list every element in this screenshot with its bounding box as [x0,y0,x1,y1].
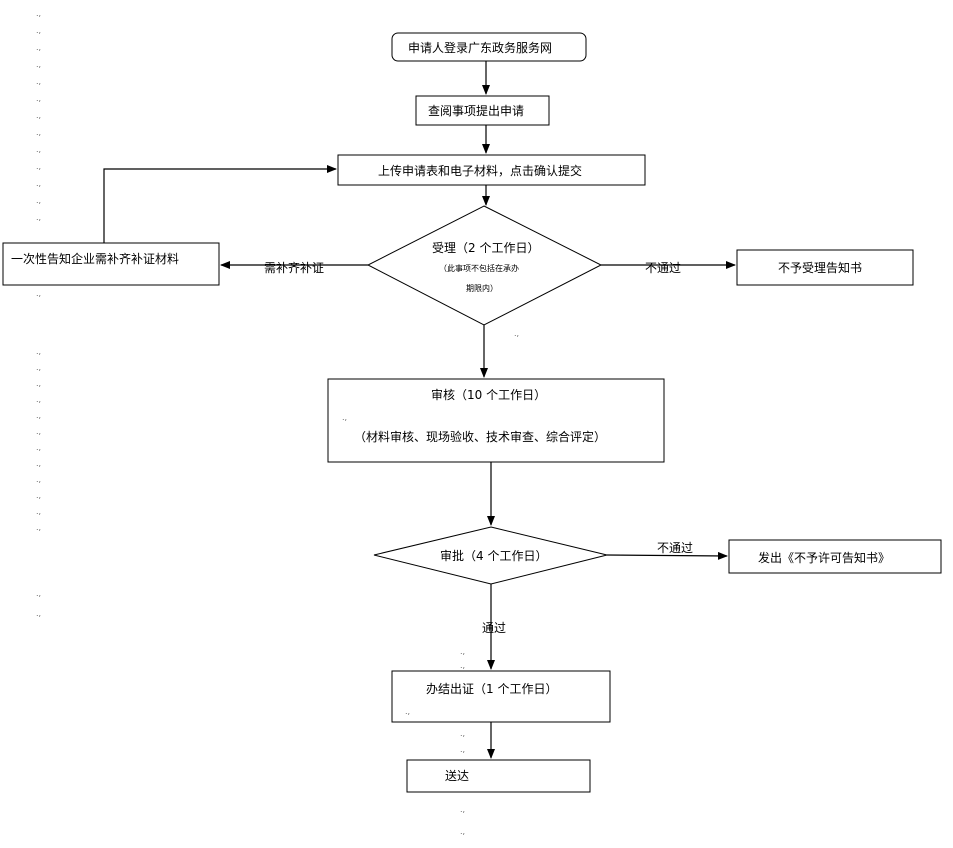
paragraph-mark: ., [36,347,42,356]
paragraph-mark: ., [36,523,42,532]
login-label: 申请人登录广东政务服务网 [408,41,553,55]
paragraph-mark: ., [460,805,466,814]
paragraph-mark: ., [36,395,42,404]
arrow-approve-reject [606,551,728,560]
paragraph-mark: ., [36,43,42,52]
paragraph-mark: ., [36,609,42,618]
paragraph-mark: ., [36,589,42,598]
paragraph-mark: ., [36,128,42,137]
paragraph-mark: ., [36,60,42,69]
paragraph-mark: ., [36,77,42,86]
paragraph-mark: ., [36,145,42,154]
review-box [327,378,665,463]
paragraph-mark: ., [36,427,42,436]
notify-box [2,242,220,286]
paragraph-mark: ., [460,827,466,836]
accept-note-2: 期限内） [466,284,498,293]
paragraph-mark: ., [36,411,42,420]
paragraph-mark: ., [36,94,42,103]
paragraph-mark: ., [460,729,466,738]
issue-box [391,670,611,723]
paragraph-mark: ., [36,379,42,388]
pass-label: 通过 [482,621,507,635]
reject-accept-box [736,249,914,286]
arrow-notify-upload [103,165,337,243]
reject-permit-box [728,539,942,574]
paragraph-mark: ., [460,661,466,670]
accept-note-1: （此事项不包括在承办 [439,264,519,273]
paragraph-mark: ., [514,329,520,338]
issue-label: 办结出证（1 个工作日） [426,682,558,696]
paragraph-mark: ., [460,647,466,656]
paragraph-mark: ., [36,475,42,484]
reject-permit-label: 发出《不予许可告知书》 [758,551,891,565]
upload-box [337,154,646,186]
paragraph-mark: ., [36,179,42,188]
paragraph-mark: ., [36,289,42,298]
paragraph-mark: ., [36,507,42,516]
review-title: 审核（10 个工作日） [431,388,547,402]
paragraph-mark: ., [36,363,42,372]
approve-label: 审批（4 个工作日） [440,549,548,563]
upload-label: 上传申请表和电子材料，点击确认提交 [378,164,583,178]
paragraph-mark: ., [36,9,42,18]
paragraph-mark: ., [36,162,42,171]
supplement-label: 需补齐补证 [264,261,325,275]
paragraph-mark: ., [36,111,42,120]
login-box [391,32,587,62]
paragraph-mark: ., [36,443,42,452]
deliver-label: 送达 [445,769,470,783]
paragraph-mark: ., [36,26,42,35]
paragraph-mark: ., [36,491,42,500]
paragraph-mark: ., [342,413,348,422]
reject-accept-label: 不予受理告知书 [778,261,863,275]
deliver-box [406,759,591,793]
paragraph-mark: ., [460,745,466,754]
query-label: 查阅事项提出申请 [428,104,525,118]
paragraph-mark: ., [36,196,42,205]
paragraph-mark: ., [36,459,42,468]
review-detail: （材料审核、现场验收、技术审查、综合评定） [354,430,607,444]
paragraph-mark: ., [36,213,42,222]
paragraph-mark: ., [405,707,411,716]
query-box [415,95,550,126]
accept-title: 受理（2 个工作日） [432,241,540,255]
notify-label: 一次性告知企业需补齐补证材料 [11,252,180,266]
not-pass-label-2: 不通过 [657,541,694,555]
not-pass-label: 不通过 [645,261,682,275]
